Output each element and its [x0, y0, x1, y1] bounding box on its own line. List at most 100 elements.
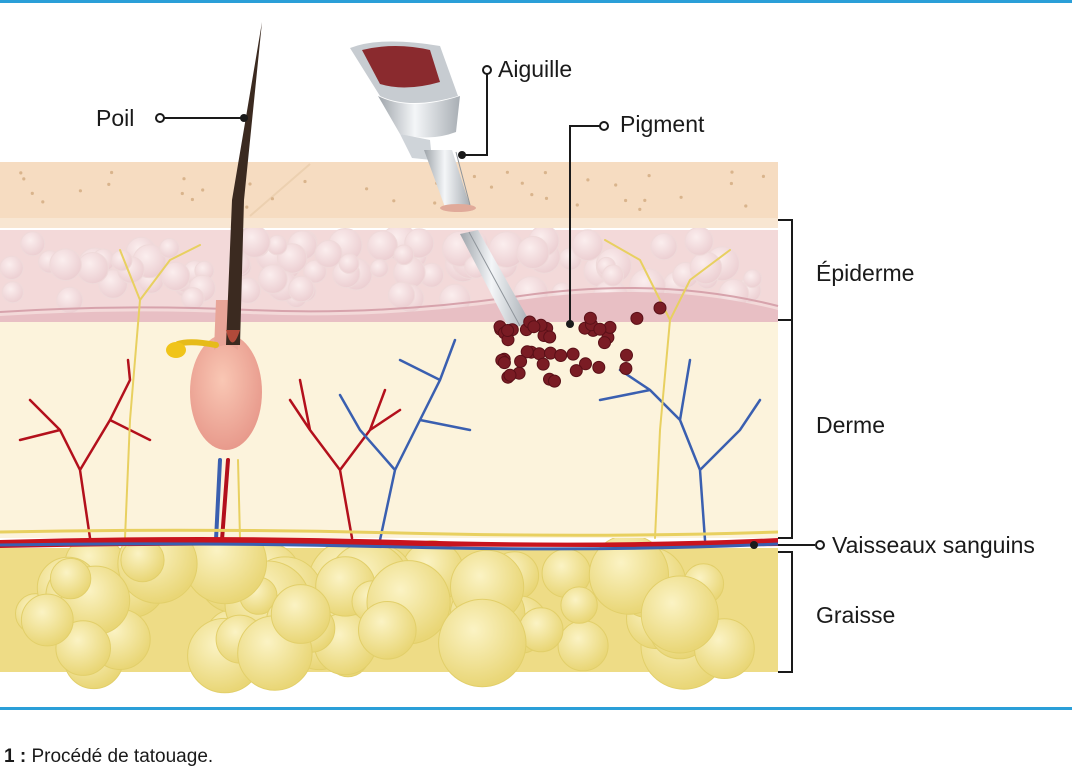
- surface-pore: [392, 199, 396, 203]
- surface-pore: [182, 177, 186, 181]
- pigment-droplet: [593, 322, 607, 336]
- fat-cell: [20, 593, 74, 647]
- surface-pore: [729, 181, 734, 186]
- epidermis-cell: [743, 269, 763, 289]
- pigment-droplet: [554, 349, 568, 362]
- surface-pore: [489, 185, 494, 189]
- surface-pore: [624, 198, 628, 203]
- epidermis-cell: [49, 248, 82, 282]
- pigment-droplet: [536, 357, 550, 371]
- label-vaisseaux-sanguins: Vaisseaux sanguins: [832, 532, 1035, 558]
- pigment-droplet: [592, 360, 606, 374]
- caption-number: 1 :: [4, 746, 27, 767]
- fat-cell: [358, 601, 417, 660]
- pigment-droplet: [527, 320, 541, 334]
- fat-layer: [0, 520, 778, 694]
- surface-pore: [614, 183, 618, 187]
- pigment-droplets: [493, 301, 667, 388]
- pigment-droplet: [653, 301, 667, 315]
- hair: [166, 22, 262, 450]
- surface-pore: [107, 182, 111, 186]
- label-poil: Poil: [96, 105, 134, 131]
- surface-pore: [575, 203, 579, 207]
- skin-cross-section-diagram: Poil Aiguille Pigment Épiderme Derme Vai…: [0, 22, 1035, 694]
- surface-pore: [248, 182, 252, 186]
- surface-pore: [78, 189, 82, 193]
- pigment-droplet: [619, 362, 633, 375]
- fat-cell: [49, 557, 92, 600]
- epidermis-cell: [314, 239, 343, 268]
- surface-pore: [201, 188, 205, 192]
- surface-pore: [586, 178, 590, 182]
- surface-pore: [245, 205, 249, 209]
- bottom-rule: [0, 707, 1072, 710]
- epidermis-cell: [161, 261, 191, 291]
- blood-vessels: [0, 239, 779, 551]
- pigment-droplet: [566, 347, 580, 361]
- epidermis-cell: [288, 275, 315, 303]
- epidermis-cell: [387, 281, 416, 309]
- surface-pore: [761, 174, 766, 178]
- pigment-droplet: [630, 311, 644, 325]
- surface-pore: [303, 179, 307, 184]
- pigment-droplet: [503, 368, 517, 382]
- pigment-droplet: [514, 354, 528, 368]
- tattoo-needle: [350, 41, 530, 330]
- surface-pore: [730, 170, 734, 174]
- label-derme: Derme: [816, 412, 885, 438]
- pigment-droplet: [543, 330, 557, 344]
- epidermis-cell: [1, 281, 24, 304]
- pigment-droplet: [497, 356, 511, 370]
- pigment-droplet: [579, 357, 592, 371]
- label-epiderme: Épiderme: [816, 260, 914, 286]
- surface-pore: [472, 174, 476, 179]
- leader-dots: [155, 65, 825, 550]
- fat-cell: [640, 575, 719, 654]
- caption-text: Procédé de tatouage.: [31, 746, 214, 767]
- surface-pore: [679, 195, 683, 199]
- label-pigment: Pigment: [620, 111, 705, 137]
- epidermis-cell: [159, 238, 180, 259]
- epidermis-cell: [393, 244, 415, 266]
- epidermis-cell: [602, 264, 624, 287]
- epidermis-cell: [181, 287, 205, 311]
- epidermis-cell: [367, 230, 398, 262]
- figure-caption: 1 : Procédé de tatouage.: [4, 746, 213, 768]
- surface-pore: [543, 171, 548, 175]
- fat-cell: [270, 584, 331, 644]
- pigment-droplet: [569, 364, 583, 378]
- epidermis-layer: [0, 224, 779, 322]
- epidermis-cell: [266, 234, 288, 256]
- fat-cell: [55, 620, 111, 676]
- epidermis-cell: [0, 255, 24, 280]
- epidermis-cell: [650, 233, 678, 261]
- surface-pore: [190, 197, 194, 202]
- epidermis-cell: [516, 236, 550, 269]
- surface-pore: [365, 187, 369, 191]
- epidermis-cell: [303, 259, 327, 284]
- surface-pore: [544, 196, 549, 200]
- surface-pore: [530, 193, 534, 197]
- pigment-droplet: [520, 345, 534, 359]
- leader-lines: [160, 70, 815, 546]
- surface-pore: [110, 170, 114, 175]
- surface-pore: [647, 174, 651, 178]
- epidermis-cell: [571, 229, 604, 261]
- epidermis-cell: [258, 264, 288, 294]
- surface-pore: [270, 197, 274, 201]
- pigment-droplet: [501, 324, 515, 337]
- layer-brackets: [778, 219, 793, 673]
- leader-anchors: [240, 114, 758, 549]
- epidermis-cell: [369, 258, 389, 278]
- fat-cell: [560, 586, 598, 624]
- fat-cell: [438, 598, 527, 688]
- skin-surface: [0, 162, 778, 228]
- surface-pore: [638, 207, 642, 211]
- epidermis-cell: [238, 225, 271, 258]
- surface-pore: [19, 171, 23, 175]
- epidermis-cell: [684, 226, 714, 256]
- surface-pore: [30, 191, 34, 195]
- surface-pore: [643, 198, 647, 202]
- label-aiguille: Aiguille: [498, 56, 572, 82]
- surface-pore: [505, 170, 509, 174]
